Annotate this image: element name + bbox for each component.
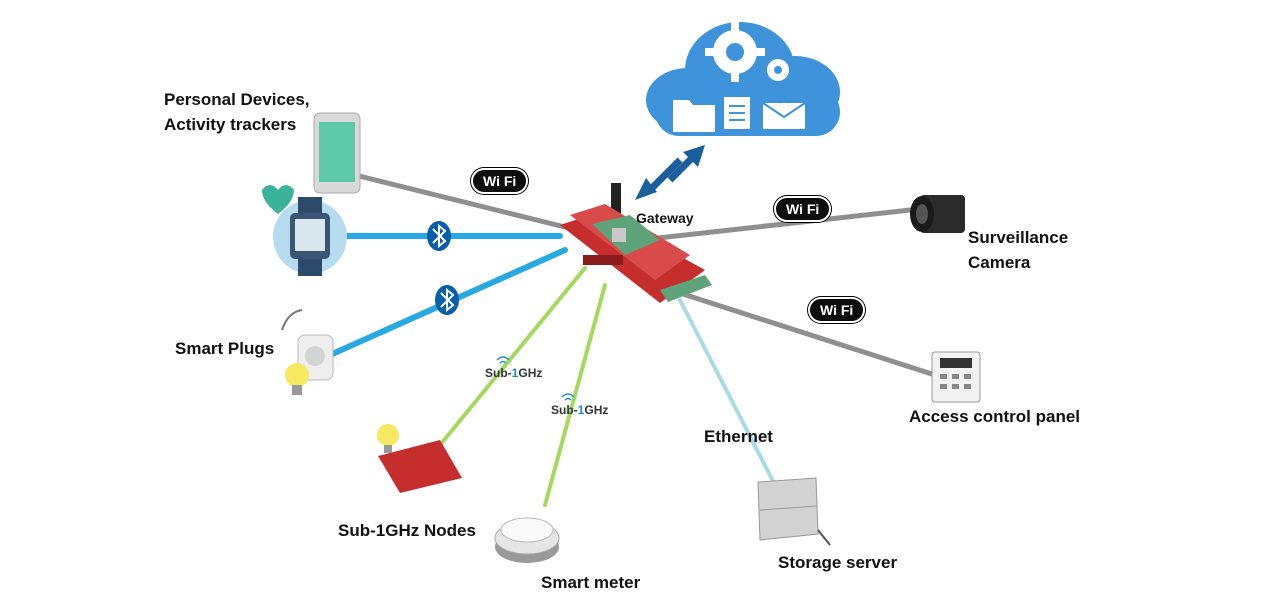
wifi-link-camera bbox=[637, 207, 913, 243]
smartphone-icon bbox=[313, 112, 361, 194]
access-control-panel-label: Access control panel bbox=[909, 407, 1081, 426]
sub1ghz-nodes-label: Sub-1GHz Nodes bbox=[338, 521, 476, 540]
subghz-prefix: Sub- bbox=[551, 403, 578, 417]
subghz-link-nodes bbox=[438, 266, 587, 447]
storage-server-icon bbox=[757, 477, 831, 546]
gateway-label: Gateway bbox=[636, 210, 694, 226]
smart-plugs-label: Smart Plugs bbox=[175, 339, 275, 358]
subghz-link-label: Sub-1GHz bbox=[485, 366, 542, 380]
subghz-one: 1 bbox=[511, 366, 519, 380]
subghz-suffix: GHz bbox=[518, 366, 543, 380]
smart-meter-label: Smart meter bbox=[541, 573, 641, 592]
wifi-link-access-panel bbox=[652, 282, 938, 378]
cloud-sync-arrow-icon bbox=[635, 145, 705, 200]
bluetooth-icon bbox=[427, 221, 451, 251]
wifi-badge: Wi Fi bbox=[471, 168, 529, 194]
access-control-panel-icon bbox=[931, 351, 981, 403]
sub1ghz-node-board-icon bbox=[377, 424, 462, 493]
gateway-board-icon bbox=[560, 183, 712, 303]
subghz-prefix: Sub- bbox=[485, 366, 512, 380]
wireless-signal-icon bbox=[496, 356, 575, 401]
storage-server-label: Storage server bbox=[778, 553, 898, 572]
personal-devices-label: Personal Devices, Activity trackers bbox=[164, 90, 310, 134]
subghz-link-label: Sub-1GHz bbox=[551, 403, 608, 417]
smart-watch-icon bbox=[262, 185, 347, 276]
bluetooth-icon bbox=[435, 285, 459, 315]
ethernet-link-storage bbox=[678, 298, 777, 487]
subghz-suffix: GHz bbox=[584, 403, 609, 417]
smart-plug-icon bbox=[281, 309, 334, 395]
surveillance-camera-icon bbox=[910, 195, 965, 233]
smart-meter-icon bbox=[494, 517, 560, 563]
wifi-badge: Wi Fi bbox=[808, 297, 866, 323]
wifi-link-personal bbox=[352, 172, 588, 235]
surveillance-camera-label: Surveillance Camera bbox=[968, 228, 1069, 272]
cloud-services-icon bbox=[646, 22, 840, 136]
subghz-one: 1 bbox=[577, 403, 585, 417]
subghz-link-meter bbox=[543, 283, 607, 507]
wifi-badge: Wi Fi bbox=[774, 196, 832, 222]
ethernet-label: Ethernet bbox=[704, 427, 773, 446]
